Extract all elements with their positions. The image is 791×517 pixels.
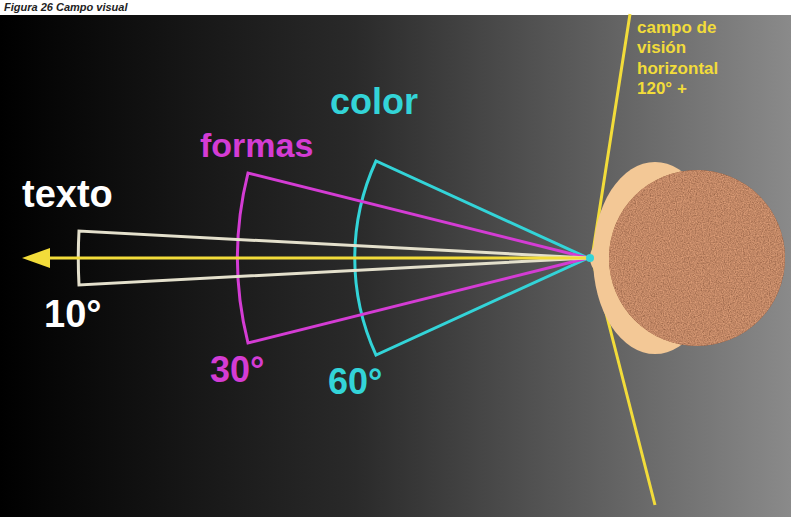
figure-caption: Figura 26 Campo visual [4, 1, 127, 13]
arrowhead [22, 248, 50, 268]
color-label: color [330, 82, 418, 122]
angle-label: 60° [328, 362, 382, 402]
caption-band [0, 0, 791, 15]
hair [609, 170, 785, 346]
field-label: campo de visión horizontal 120° + [637, 18, 749, 100]
eye-point [586, 254, 594, 262]
shapes-label: formas [200, 127, 313, 164]
angle-label: 30° [210, 350, 264, 390]
hair-texture [609, 170, 785, 346]
text-label: texto [22, 174, 113, 216]
angle-label: 10° [44, 294, 101, 336]
sight-line [46, 257, 590, 260]
